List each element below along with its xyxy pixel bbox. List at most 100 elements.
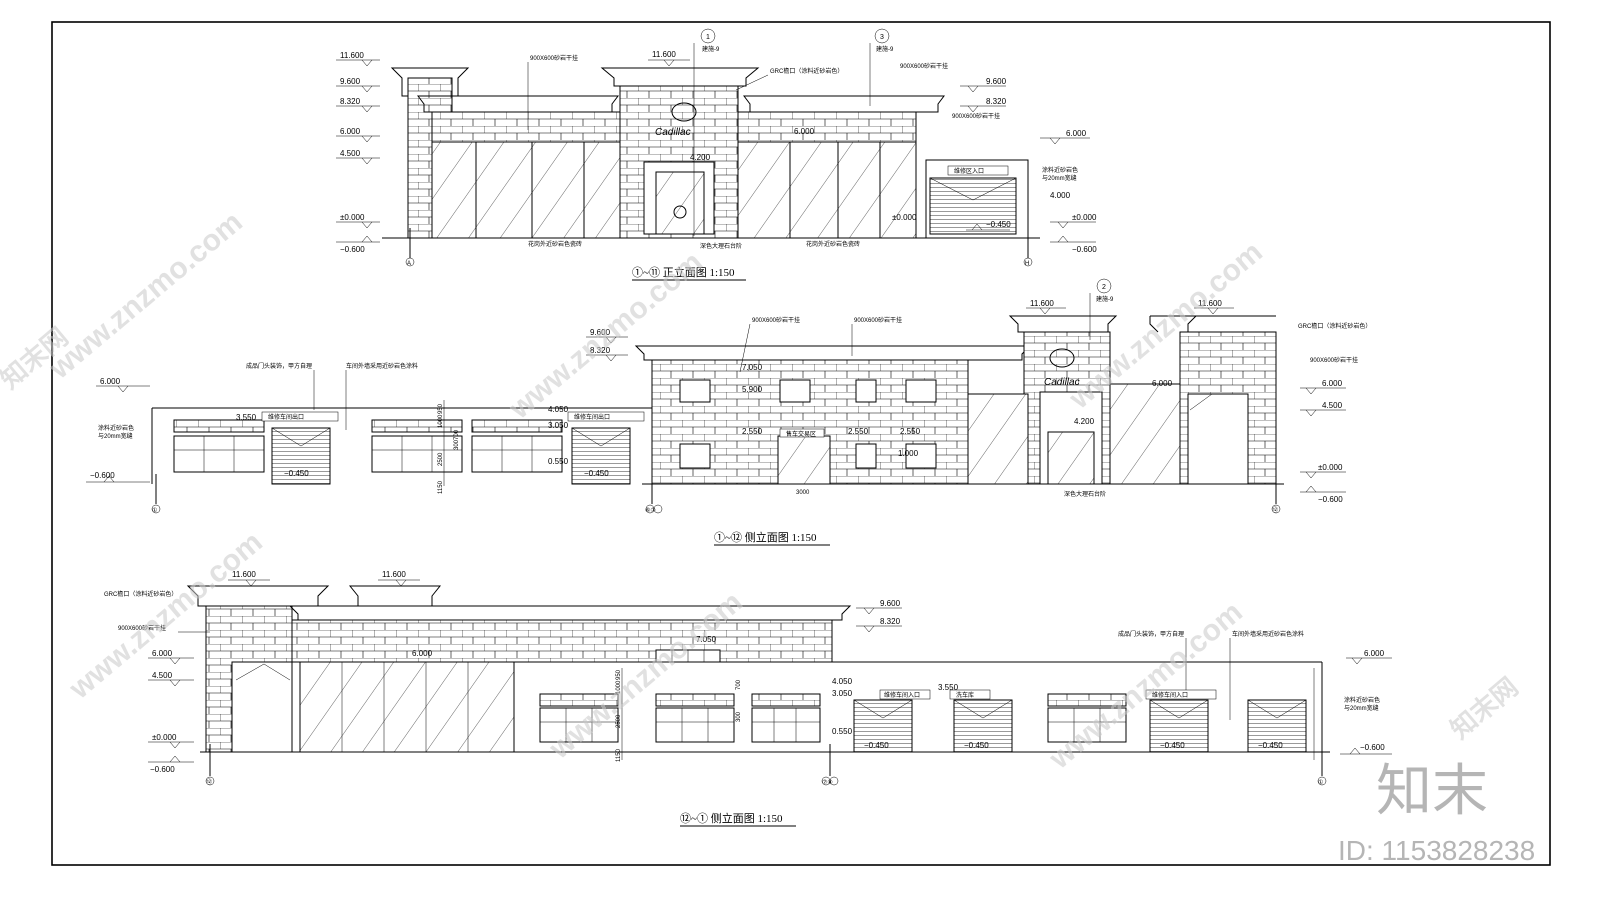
front-level: 4.000 [1050,191,1071,200]
side1-inner-level: 4.200 [1074,417,1095,426]
side1-tag: 2 [1102,284,1106,291]
side2-inner-level: 7.050 [696,635,717,644]
side1-inner-level: 0.550 [548,457,569,466]
side1-inner-level: 1.000 [898,449,919,458]
side1-note: 成品门头装饰，甲方自理 [246,362,312,370]
front-level: 6.000 [1066,129,1087,138]
front-tag: 1 [706,34,710,41]
front-tag-sub: 建施-9 [702,45,720,53]
front-level: ±0.000 [1072,213,1097,222]
side2-ramp-level: −0.450 [1258,741,1283,750]
front-tag: 3 [880,34,884,41]
watermark-brand: 知末网 [1445,671,1524,744]
side1-dim: 1000 [438,414,444,428]
front-level: −0.600 [1072,245,1097,254]
sheet-frame [51,21,1551,866]
side2-ramp-level: −0.450 [864,741,889,750]
side1-sign: 维修车间出口 [268,413,304,421]
front-elevation: Cadillac A H 11.600 9.600 8.320 6.000 4.… [336,28,1097,281]
side1-level-top2: 11.600 [1198,299,1222,308]
side2-note: 与20mm宽缝 [1344,704,1379,712]
side2-dim: 700 [736,679,742,690]
front-note: 900X600砂岩干挂 [900,62,948,70]
side2-level: 6.000 [1364,649,1385,658]
side1-dim: 300 [454,439,460,450]
side2-note: 车间外墙采用近砂岩色涂料 [1232,630,1304,638]
side2-note: 900X600砂岩干挂 [118,624,166,632]
side1-note: 与20mm宽缝 [98,432,133,440]
side2-ramp-level: −0.450 [1160,741,1185,750]
side1-axis: ⑫ [1272,506,1278,514]
side1-inner-level: 2.550 [848,427,869,436]
side1-inner-level: 3.050 [548,421,569,430]
front-level-ground: ±0.000 [892,213,917,222]
side2-level: 11.600 [232,570,256,579]
side2-dim: 2500 [616,714,622,728]
side1-note: 涂料近砂岩色 [98,424,134,432]
side2-level: 4.500 [152,671,173,680]
side1-level: −0.600 [90,471,115,480]
logo-text: 知末 [1376,759,1488,824]
side2-note: GRC檐口（涂料近砂岩色） [104,590,177,598]
side1-inner-level: 2.550 [900,427,921,436]
side1-inner-level: 6.000 [1152,379,1173,388]
side2-level: ±0.000 [152,733,177,742]
side1-dim: 1150 [438,480,444,494]
side1-level: −0.600 [1318,495,1343,504]
front-level-door: 4.200 [690,153,711,162]
side1-level: 6.000 [1322,379,1343,388]
side1-note: 900X600砂岩干挂 [1310,356,1358,364]
front-note: 900X600砂岩干挂 [530,54,578,62]
side-elevation-2: 洗车库 维修车间入口 维修车间入口 ⑫ ⑦⑧ ① 11.600 11.600 6… [104,570,1392,827]
side2-sign: 维修车间入口 [1152,691,1188,699]
side1-title: ①~⑫ 侧立面图 1:150 [714,530,817,544]
side2-dim: 1150 [616,748,622,762]
front-axis-left: A [407,261,411,267]
side1-inner-level: 4.050 [548,405,569,414]
side1-dim: 950 [438,403,444,414]
side2-axis: ⑫ [206,778,212,786]
front-level: 4.500 [340,149,361,158]
side1-level: 9.600 [590,328,611,337]
side1-level-top: 11.600 [1030,299,1054,308]
side1-note: 车间外墙采用近砂岩色涂料 [346,362,418,370]
front-tag-sub: 建施-9 [876,45,894,53]
side2-inner-level: 3.050 [832,689,853,698]
front-levels-right: 9.600 8.320 6.000 4.000 ±0.000 −0.600 [960,77,1097,254]
side1-brand-text: Cadillac [1044,377,1080,388]
front-level-top-center: 11.600 [652,50,676,59]
side1-sign: 售车交易区 [786,430,816,438]
side2-dim: 950 [616,669,622,680]
front-level: 9.600 [986,77,1007,86]
side1-axis: ⑥⑦ [645,507,656,514]
side2-sign: 维修车间入口 [884,691,920,699]
front-level: ±0.000 [340,213,365,222]
side2-level: −0.600 [1360,743,1385,752]
front-level: −0.600 [340,245,365,254]
front-level: 8.320 [986,97,1007,106]
side1-level: 4.500 [1322,401,1343,410]
side2-axis: ⑦⑧ [822,779,833,786]
side2-inner-level: 6.000 [412,649,433,658]
front-note: GRC檐口（涂料近砂岩色） [770,67,843,75]
side-elevation-1: 维修车间出口 维修车间出口 售车交易区 Cadillac [86,278,1371,546]
front-note: 深色大理石台阶 [700,242,742,250]
side1-inner-level: 5.900 [742,385,763,394]
front-level-second: 6.000 [794,127,815,136]
side1-dim: 700 [454,429,460,440]
side2-inner-level: 0.550 [832,727,853,736]
side1-ramp-level: −0.450 [284,469,309,478]
side2-note: 涂料近砂岩色 [1344,696,1380,704]
side1-note: 深色大理石台阶 [1064,490,1106,498]
side2-title: ⑫~① 侧立面图 1:150 [680,811,783,825]
front-brand-text: Cadillac [655,127,691,138]
watermark-site: www.znzmo.com [43,205,249,386]
front-level-ramp: −0.450 [986,220,1011,229]
side2-dim: 1000 [616,680,622,694]
side1-level: 8.320 [590,346,611,355]
side2-inner-level: 4.050 [832,677,853,686]
side2-sign: 洗车库 [956,691,974,699]
front-axis-right: H [1025,261,1029,267]
front-note: 涂料近砂岩色 [1042,166,1078,174]
side1-note: GRC檐口（涂料近砂岩色） [1298,322,1371,330]
